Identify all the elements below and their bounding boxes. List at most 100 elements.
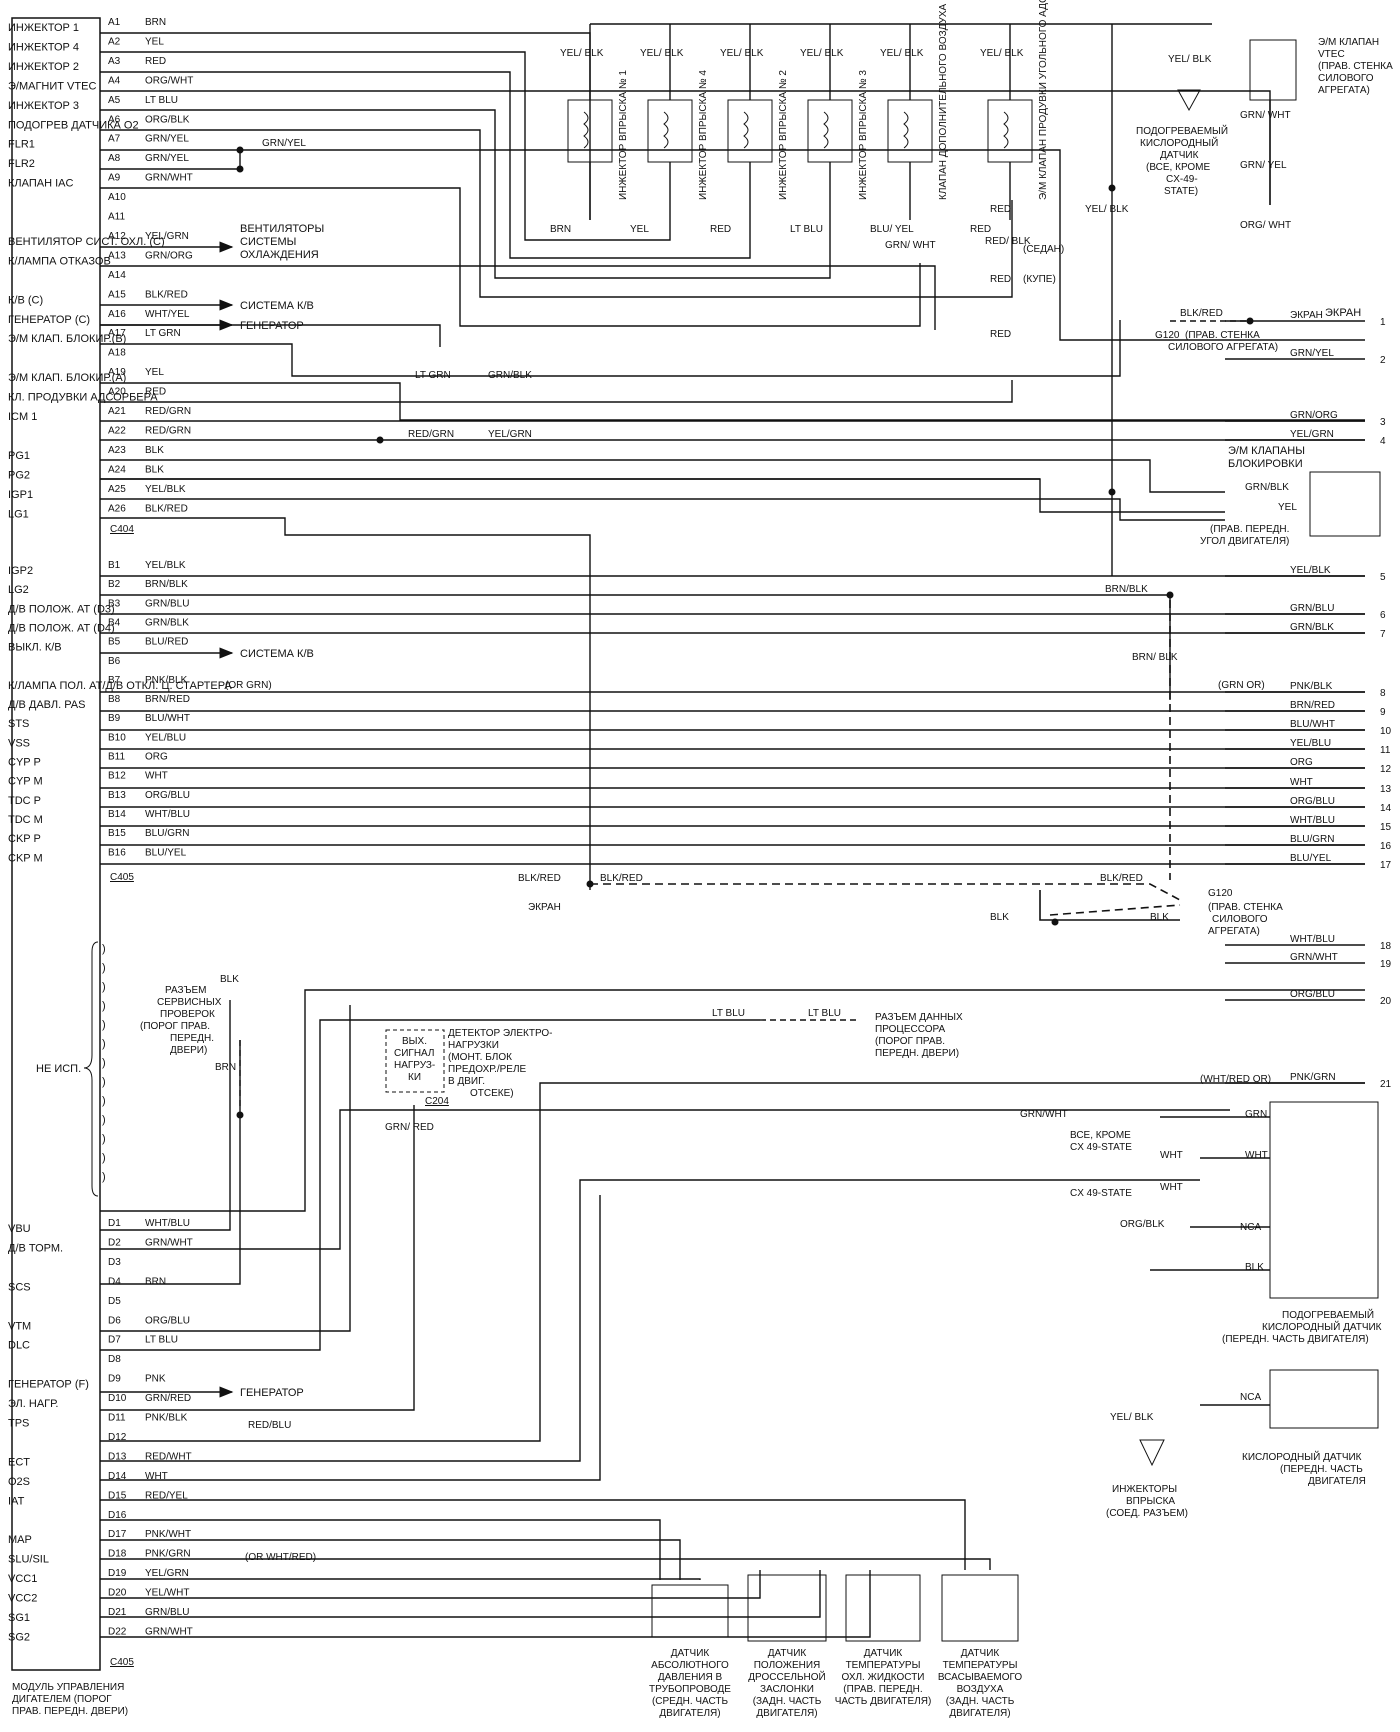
ecm-wire-color: ORG/BLU [145,790,190,801]
ecm-wire-color: BLK [145,464,164,475]
not-used-bracket [83,941,99,1197]
ecm-pin-label: O2S [8,1476,30,1488]
wire-or-grn: (OR GRN) [225,680,272,691]
ecm-wire-color: YEL/GRN [145,231,189,242]
ecm-pin-label: SG2 [8,1631,30,1643]
ecm-pin-label: Д/В ПОЛОЖ. АТ (D3) [8,603,115,615]
service-conn-3: ПРОВЕРОК [160,1009,215,1020]
blk-red-right-label: BLK/RED [600,873,643,884]
sensor-label: ВСАСЫВАЕМОГО [938,1672,1023,1683]
vtec-valve-box [1249,39,1297,101]
ecm-wire-color: RED [145,56,166,67]
injector-name: ИНЖЕКТОР ВПРЫСКА № 2 [778,70,789,200]
terminal-number: 15 [1380,822,1392,833]
o2-front-1: КИСЛОРОДНЫЙ ДАТЧИК [1242,1450,1362,1463]
ecm-pin-number: B12 [108,771,126,782]
ecm-wire-color: GRN/YEL [145,134,189,145]
ecm-pin-label: TPS [8,1418,29,1430]
ecm-pin-number: A12 [108,231,126,242]
sensor-label: ЧАСТЬ ДВИГАТЕЛЯ) [835,1696,932,1707]
ecm-title-2: ДИГАТЕЛЕМ (ПОРОГ [12,1694,112,1705]
tps-sensor-box [747,1574,827,1642]
terminal-number: 3 [1380,417,1386,428]
ecm-pin-number: A14 [108,270,126,281]
ecm-pin-label: Э/М КЛАП. БЛОКИР.(А) [8,372,126,384]
terminal-wire-color: WHT/BLU [1290,815,1335,826]
blk-label-1: BLK [990,912,1009,923]
ecm-pin-number: A24 [108,464,126,475]
sensor-label: ТЕМПЕРАТУРЫ [943,1660,1018,1671]
wire-brn-blk-v: BRN/ BLK [1132,652,1178,663]
ecm-pin-number: B16 [108,847,126,858]
blk-red-arrow-label: BLK/RED [518,873,561,884]
ecm-pin-number: A20 [108,387,126,398]
coupe-label: (КУПЕ) [1023,274,1056,285]
lockup-solenoid-box [1309,471,1381,537]
terminal-wire-color: ORG [1290,757,1313,768]
ecm-wire-color: GRN/WHT [145,173,193,184]
heated-o2-1: ПОДОГРЕВАЕМЫЙ [1136,124,1228,137]
g120-a-note-1: (ПРАВ. СТЕНКА [1185,330,1260,341]
ecm-wire-color: PNK/BLK [145,1413,188,1424]
ecm-pin-label: ВЕНТИЛЯТОР СИСТ. ОХЛ. (С) [8,236,165,248]
g120-b-note-2: СИЛОВОГО [1212,914,1268,925]
ecm-wire-color: RED/YEL [145,1490,188,1501]
ecm-pin-number: A11 [108,212,125,223]
splice-dot [1051,918,1059,926]
service-conn-5: ПЕРЕДН. [170,1033,214,1044]
screen-label-top: ЭКРАН [1325,307,1361,319]
wire-grn-blk-lock: GRN/BLK [1245,482,1289,493]
wire-yel-grn-a22: YEL/GRN [488,429,532,440]
terminal-number: 21 [1380,1079,1392,1090]
ecm-box [11,17,101,1671]
data-conn-1: РАЗЪЕМ ДАННЫХ [875,1012,963,1023]
sensor-label: ДАТЧИК [768,1648,807,1659]
main-wires [100,265,1365,890]
injector-bottom-wire: BRN [550,224,571,235]
ecm-pin-number: D19 [108,1568,127,1579]
vtec-label-4: СИЛОВОГО [1318,73,1374,84]
ecm-wire-color: WHT/BLU [145,809,190,820]
ecm-pin-number: D18 [108,1549,127,1560]
ecm-pin-label: PG1 [8,450,30,462]
wire-yel-lock: YEL [1278,502,1297,513]
ecm-wire-color: BLU/RED [145,637,188,648]
wire-wht-o2-2: WHT [1245,1150,1268,1161]
terminal-wire-color: GRN/BLU [1290,603,1334,614]
ecm-wire-color: GRN/ORG [145,250,193,261]
ecm-pin-label: STS [8,718,29,730]
ecm-pin-number: A3 [108,56,121,67]
wire-brn-service: BRN [215,1062,236,1073]
ecm-wire-color: BLU/GRN [145,828,189,839]
ecm-wire-color: WHT/BLU [145,1218,190,1229]
generator-label: ГЕНЕРАТОР [240,320,304,332]
ecm-pin-label: ИНЖЕКТОР 3 [8,100,79,112]
wire-grn-or: (GRN OR) [1218,680,1265,691]
o2-triangle [1177,89,1201,112]
ecm-pin-label: ВЫКЛ. К/В [8,642,62,654]
wire-grn-red-eld: GRN/ RED [385,1122,434,1133]
sensor-label: ЗАСЛОНКИ [760,1684,814,1695]
sensor-label: ДРОССЕЛЬНОЙ [748,1670,825,1683]
ecm-wire-color: GRN/YEL [145,153,189,164]
terminal-wire-color: GRN/YEL [1290,348,1334,359]
wire-wht-red-or: (WHT/RED OR) [1200,1074,1271,1085]
ect-sensor-box [845,1574,921,1642]
wire-red-blu-tps: RED/BLU [248,1420,291,1431]
ecm-wire-color: PNK/GRN [145,1549,191,1560]
ecm-wire-color: YEL [145,36,164,47]
ecm-wire-color: GRN/BLU [145,598,189,609]
ecm-pin-number: D10 [108,1393,127,1404]
terminal-wire-color: ORG/BLU [1290,989,1335,1000]
dlc-wire [100,1019,760,1351]
iat-sensor-box [941,1574,1019,1642]
ecm-wire-color: RED/GRN [145,425,191,436]
ecm-pin-label: ЭЛ. НАГР. [8,1398,58,1410]
eld-text-3: (МОНТ. БЛОК [448,1052,512,1063]
ecm-pin-label: КЛАПАН IAC [8,178,73,190]
connector-c405: C405 [110,872,134,883]
terminal-number: 13 [1380,784,1392,795]
